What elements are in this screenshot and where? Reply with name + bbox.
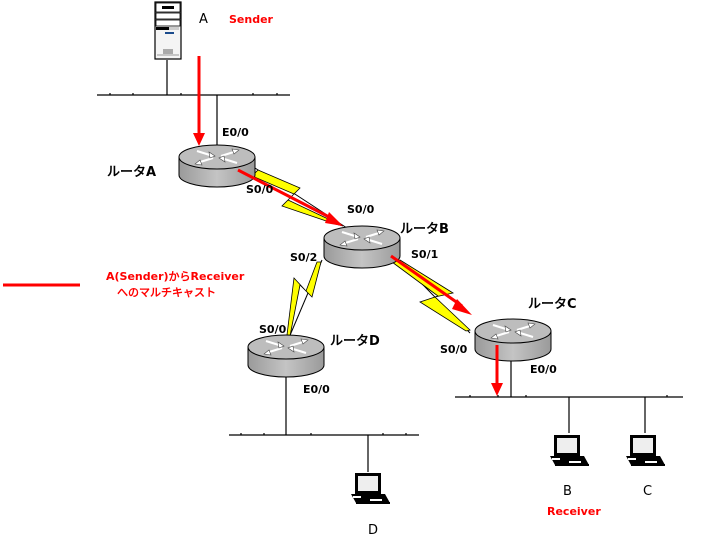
router-a-e0-0-label: E0/0 xyxy=(222,126,249,139)
multicast-path xyxy=(193,56,503,396)
host-c[interactable] xyxy=(625,434,666,466)
router-icon xyxy=(322,224,402,270)
router-icon xyxy=(177,143,257,189)
router-c-e0-0-label: E0/0 xyxy=(530,363,557,376)
router-a-label: ルータA xyxy=(107,165,156,180)
receiver-label: Receiver xyxy=(547,505,601,518)
router-b-s0-0-label: S0/0 xyxy=(347,203,375,216)
host-d-label: D xyxy=(368,523,378,538)
arrow-router-a-to-router-b xyxy=(237,168,343,226)
router-b-s0-2-label: S0/2 xyxy=(290,251,317,264)
server-a[interactable] xyxy=(154,1,182,60)
sender-label: Sender xyxy=(229,13,274,26)
serial-link-b-d xyxy=(286,259,323,341)
router-b-label: ルータB xyxy=(400,222,449,237)
laptop-icon xyxy=(549,434,590,466)
router-icon xyxy=(246,333,326,379)
lan-d-segment xyxy=(229,370,419,472)
host-b[interactable] xyxy=(549,434,590,466)
lan-bc-segment xyxy=(455,360,683,433)
laptop-icon xyxy=(350,472,391,504)
router-a-s0-0-label: S0/0 xyxy=(246,183,274,196)
legend-text-line2: へのマルチキャスト xyxy=(117,286,216,299)
router-d-s0-0-label: S0/0 xyxy=(259,323,287,336)
router-d[interactable] xyxy=(246,333,326,379)
host-b-label: B xyxy=(563,484,572,499)
router-icon xyxy=(473,317,553,363)
arrow-a-to-router-a xyxy=(193,56,205,146)
router-a[interactable] xyxy=(177,143,257,189)
server-tower-icon xyxy=(154,1,182,60)
router-c-s0-0-label: S0/0 xyxy=(440,343,468,356)
legend: A(Sender)からReceiver へのマルチキャスト xyxy=(3,270,245,299)
legend-text-line1: A(Sender)からReceiver xyxy=(106,270,245,283)
arrow-router-c-to-lan xyxy=(491,345,503,396)
lan-a-segment xyxy=(97,60,290,148)
router-b-s0-1-label: S0/1 xyxy=(411,248,438,261)
arrow-router-b-to-router-c xyxy=(390,254,472,315)
router-b[interactable] xyxy=(322,224,402,270)
router-c[interactable] xyxy=(473,317,553,363)
router-c-label: ルータC xyxy=(528,297,577,312)
host-a-label: A xyxy=(199,12,208,27)
laptop-icon xyxy=(625,434,666,466)
host-c-label: C xyxy=(643,484,652,499)
host-d[interactable] xyxy=(350,472,391,504)
router-d-e0-0-label: E0/0 xyxy=(303,383,330,396)
router-d-label: ルータD xyxy=(330,334,380,349)
